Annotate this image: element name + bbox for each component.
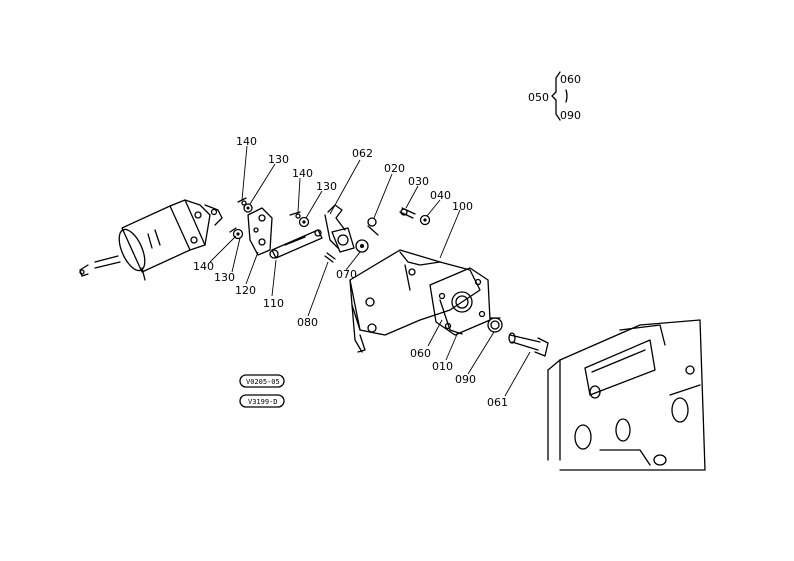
label-062: 062 (352, 147, 373, 160)
spring-090 (487, 317, 503, 333)
label-020: 020 (384, 162, 405, 175)
label-130-mid: 130 (316, 180, 337, 193)
nut-040 (419, 214, 431, 226)
bolt-020 (367, 217, 379, 236)
solenoid (79, 199, 223, 281)
lever-070 (331, 227, 369, 253)
label-140-mid: 140 (292, 167, 313, 180)
label-050: 050 (528, 91, 549, 104)
screw-030 (399, 207, 416, 219)
label-040: 040 (430, 189, 451, 202)
label-130-upper: 130 (268, 153, 289, 166)
range-bracket (551, 71, 568, 121)
label-060-range: 060 (560, 73, 581, 86)
model-tags: V0205-05 V3199-D (239, 374, 285, 408)
label-010: 010 (432, 360, 453, 373)
bracket-120 (247, 207, 273, 256)
label-060: 060 (410, 347, 431, 360)
pin-080 (324, 252, 336, 263)
nut-130-mid (298, 216, 310, 228)
label-100: 100 (452, 200, 473, 213)
label-140-upper: 140 (236, 135, 257, 148)
label-130-lower: 130 (214, 271, 235, 284)
shaft-061 (508, 332, 549, 357)
engine-block (547, 319, 706, 471)
label-061: 061 (487, 396, 508, 409)
model-tag-lower: V3199-D (248, 398, 278, 406)
label-090-range: 090 (560, 109, 581, 122)
link-rod-110 (269, 229, 323, 259)
governor-housing (349, 249, 481, 353)
gasket-060 (439, 299, 463, 335)
label-120: 120 (235, 284, 256, 297)
label-140-lower: 140 (193, 260, 214, 273)
washer-140-lower (229, 227, 237, 233)
label-070: 070 (336, 268, 357, 281)
washer-140-mid (289, 211, 301, 219)
spring-062 (324, 204, 346, 249)
leader-lines (209, 145, 531, 397)
nut-130-upper (243, 203, 253, 213)
label-110: 110 (263, 297, 284, 310)
part-labels: 050 060 090 140 130 062 020 140 130 030 … (193, 73, 581, 409)
label-080: 080 (297, 316, 318, 329)
label-030: 030 (408, 175, 429, 188)
nut-130-lower (232, 228, 244, 240)
label-090: 090 (455, 373, 476, 386)
model-tag-upper: V0205-05 (246, 378, 280, 386)
